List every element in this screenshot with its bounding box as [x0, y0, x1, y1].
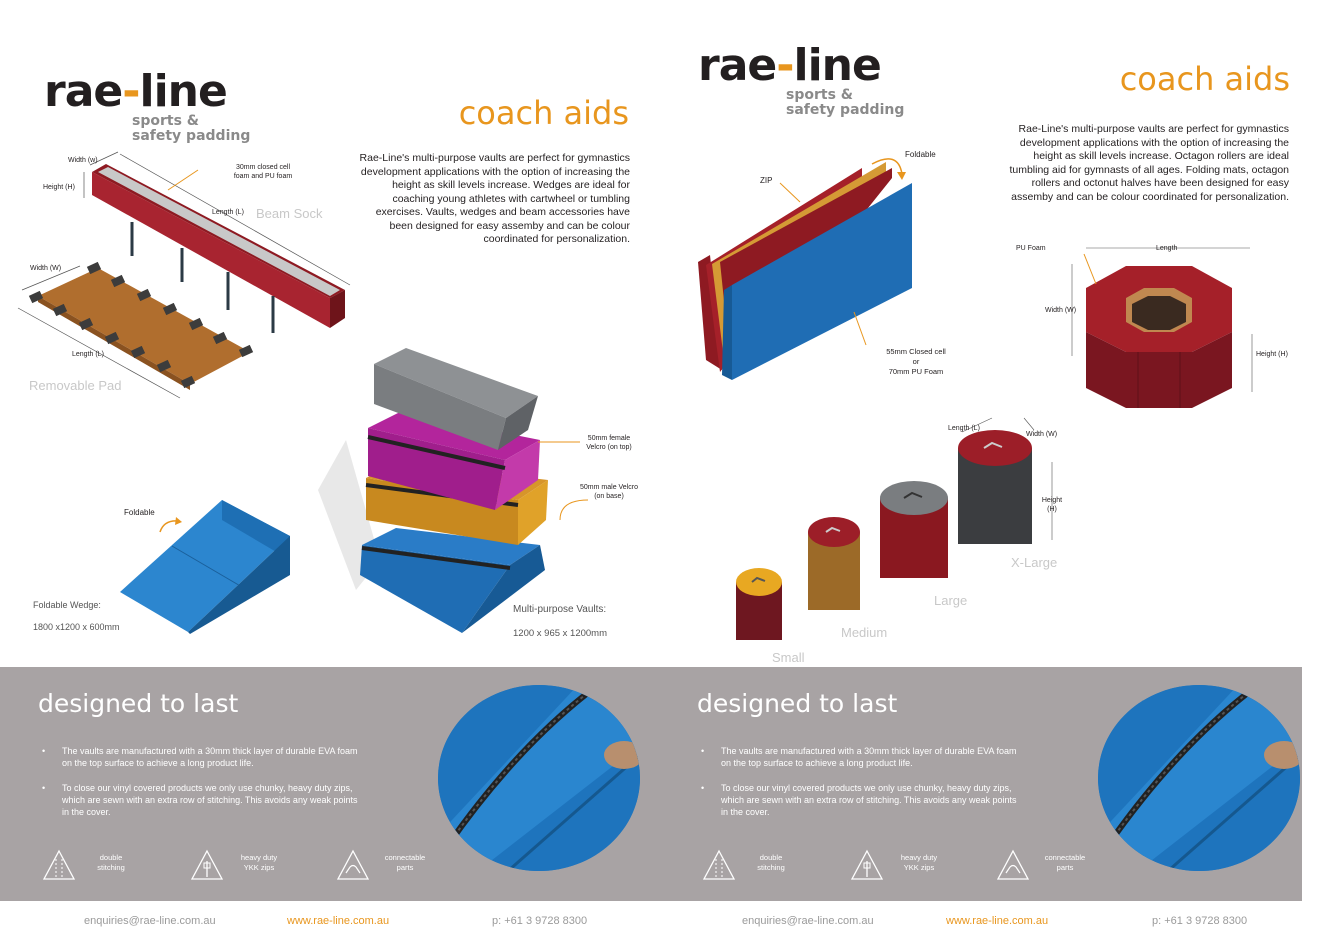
- label-roller-width: Width (W): [1026, 431, 1058, 438]
- page-right: rae-line sports & safety padding coach a…: [662, 0, 1324, 941]
- label-zip: ZIP: [760, 176, 773, 185]
- wedge-name: Foldable Wedge:: [33, 600, 101, 610]
- label-width: Width (W): [1045, 307, 1077, 314]
- label-roller-height: Height (H): [1041, 497, 1063, 513]
- label-length: Length: [1156, 245, 1178, 252]
- puzzle-icon: [996, 849, 1030, 880]
- bullet-eva-foam: The vaults are manufactured with a 30mm …: [42, 745, 362, 769]
- zip-closeup-photo: [438, 685, 640, 871]
- removable-pad-illustration: [17, 261, 254, 399]
- label-pad-width: Width (W): [30, 265, 62, 272]
- caption-x-large: X-Large: [1011, 555, 1058, 570]
- product-illustrations: [17, 151, 589, 634]
- designed-to-last-band: designed to last The vaults are manufact…: [0, 667, 662, 901]
- designed-to-last-band: designed to last The vaults are manufact…: [662, 667, 1302, 901]
- page-title: coach aids: [458, 94, 629, 132]
- label-foam: 30mm closed cell foam and PU foam: [233, 164, 293, 180]
- octonut-illustration: [1071, 247, 1253, 408]
- bullet-eva-foam: The vaults are manufactured with a 30mm …: [701, 745, 1021, 769]
- band-title: designed to last: [697, 689, 898, 718]
- zip-icon: [850, 849, 884, 880]
- puzzle-icon: [336, 849, 370, 880]
- caption-small: Small: [772, 650, 805, 665]
- footer-website[interactable]: www.rae-line.com.au: [287, 915, 390, 927]
- label-pu-foam: PU Foam: [1016, 245, 1046, 252]
- feature-bullets: The vaults are manufactured with a 30mm …: [42, 745, 362, 831]
- octagon-rollers-illustration: [736, 417, 1053, 640]
- label-width: Width (w): [68, 157, 98, 164]
- label-velcro-male: 50mm male Velcro (on base): [580, 484, 638, 500]
- beam-sock-illustration: [83, 151, 351, 333]
- label-foldable: Foldable: [905, 150, 936, 159]
- description: Rae-Line's multi-purpose vaults are perf…: [359, 152, 630, 245]
- caption-removable-pad: Removable Pad: [29, 378, 122, 393]
- page-left: rae-line sports & safety padding coach a…: [0, 0, 662, 941]
- band-title: designed to last: [38, 689, 239, 718]
- vaults-size: 1200 x 965 x 1200mm: [513, 628, 608, 639]
- label-foldable: Foldable: [124, 508, 155, 517]
- footer-email[interactable]: enquiries@rae-line.com.au: [742, 915, 874, 927]
- footer-email[interactable]: enquiries@rae-line.com.au: [84, 915, 216, 927]
- caption-medium: Medium: [841, 625, 888, 640]
- foldable-wedge-illustration: [120, 500, 290, 634]
- vault-stack-illustration: [318, 348, 589, 633]
- label-closed-cell-foam: 55mm Closed cell or 70mm PU Foam: [886, 347, 946, 376]
- double-stitching-icon: [702, 849, 736, 880]
- zip-icon: [190, 849, 224, 880]
- feature-bullets: The vaults are manufactured with a 30mm …: [701, 745, 1021, 831]
- zip-closeup-photo: [1098, 685, 1300, 871]
- rae-line-logo: rae-line sports & safety padding: [44, 66, 251, 144]
- folding-mat-illustration: [698, 158, 912, 380]
- double-stitching-icon: [42, 849, 76, 880]
- footer-phone: p: +61 3 9728 8300: [492, 915, 588, 927]
- footer-website[interactable]: www.rae-line.com.au: [946, 915, 1049, 927]
- caption-beam-sock: Beam Sock: [256, 206, 323, 221]
- label-height: Height (H): [43, 184, 75, 191]
- bullet-zips: To close our vinyl covered products we o…: [701, 782, 1021, 818]
- caption-large: Large: [934, 593, 968, 608]
- wedge-size: 1800 x1200 x 600mm: [33, 622, 120, 632]
- description: Rae-Line's multi-purpose vaults are perf…: [1009, 123, 1289, 203]
- footer-phone: p: +61 3 9728 8300: [1152, 915, 1248, 927]
- bullet-zips: To close our vinyl covered products we o…: [42, 782, 362, 818]
- product-illustrations: [698, 158, 1253, 640]
- label-height: Height (H): [1256, 351, 1288, 358]
- label-velcro-female: 50mm female Velcro (on top): [586, 435, 632, 451]
- rae-line-logo: rae-line sports & safety padding: [698, 40, 905, 118]
- label-length: Length (L): [212, 209, 244, 216]
- label-pad-length: Length (L): [72, 351, 104, 358]
- page-title: coach aids: [1119, 60, 1290, 98]
- label-roller-length: Length (L): [948, 425, 980, 432]
- vaults-name: Multi-purpose Vaults:: [513, 604, 607, 615]
